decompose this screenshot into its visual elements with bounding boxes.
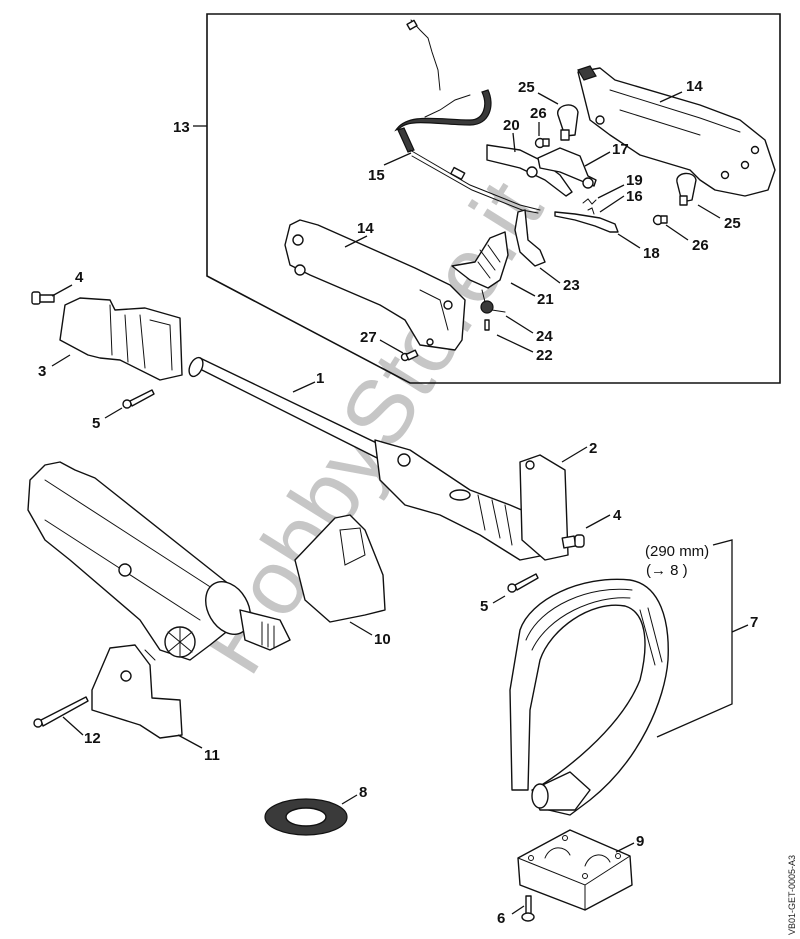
callout-27[interactable]: 27: [360, 329, 377, 346]
handle-half-upper[interactable]: [577, 65, 776, 197]
callout-4-right[interactable]: 4: [613, 507, 622, 524]
torsion-spring-19[interactable]: [582, 198, 597, 205]
clamp-housing-3[interactable]: [59, 297, 183, 381]
torsion-spring-24[interactable]: [480, 289, 506, 314]
callout-labels: 13 15 25 26 20 17 14 19 16 18 25 26 14 2…: [38, 78, 758, 927]
callout-9[interactable]: 9: [636, 833, 644, 850]
callout-25[interactable]: 25: [518, 79, 535, 96]
callout-15[interactable]: 15: [368, 167, 385, 184]
reference-code: VB01-GET-0005-A3: [787, 855, 797, 935]
loop-handle-7[interactable]: [509, 578, 669, 816]
callout-7[interactable]: 7: [750, 614, 758, 631]
slide-control[interactable]: [537, 147, 597, 189]
screw-26b[interactable]: [652, 214, 668, 226]
callout-5[interactable]: 5: [92, 415, 100, 432]
callout-17[interactable]: 17: [612, 141, 629, 158]
callout-3[interactable]: 3: [38, 363, 46, 380]
callout-1[interactable]: 1: [316, 370, 324, 387]
clamp-25a[interactable]: [557, 104, 579, 141]
screw-12[interactable]: [33, 696, 89, 728]
leader-lines: [51, 91, 749, 915]
contact-spring-18[interactable]: [554, 211, 619, 233]
callout-25-right[interactable]: 25: [724, 215, 741, 232]
shaft-housing: [27, 461, 291, 661]
clamp-25b[interactable]: [676, 172, 697, 206]
cover-10[interactable]: [294, 514, 386, 623]
clamp-block-9[interactable]: [517, 829, 633, 911]
subassembly-frame: [206, 13, 781, 384]
callout-4[interactable]: 4: [75, 269, 84, 286]
callout-8[interactable]: 8: [359, 784, 367, 801]
callout-26[interactable]: 26: [530, 105, 547, 122]
callout-12[interactable]: 12: [84, 730, 101, 747]
screw-6[interactable]: [521, 895, 535, 922]
callout-14[interactable]: 14: [686, 78, 703, 95]
screw-5b[interactable]: [507, 573, 539, 593]
callout-22[interactable]: 22: [536, 347, 553, 364]
callout-26-right[interactable]: 26: [692, 237, 709, 254]
callout-6[interactable]: 6: [497, 910, 505, 927]
pin-22[interactable]: [484, 319, 490, 331]
callout-10[interactable]: 10: [374, 631, 391, 648]
callout-21[interactable]: 21: [537, 291, 554, 308]
screw-5a[interactable]: [122, 389, 155, 409]
spring-16[interactable]: [587, 207, 595, 215]
interlock-lever-21[interactable]: [451, 231, 509, 289]
callout-23[interactable]: 23: [563, 277, 580, 294]
bracket-11[interactable]: [91, 644, 183, 739]
handle-half-lower[interactable]: [284, 219, 466, 351]
callout-24[interactable]: 24: [536, 328, 553, 345]
callout-13[interactable]: 13: [173, 119, 190, 136]
callout-16[interactable]: 16: [626, 188, 643, 205]
callout-20[interactable]: 20: [503, 117, 520, 134]
screw-27[interactable]: [400, 349, 419, 362]
screw-26a[interactable]: [534, 137, 550, 149]
callout-11[interactable]: 11: [204, 747, 220, 764]
callout-2[interactable]: 2: [589, 440, 597, 457]
callout-14-lower[interactable]: 14: [357, 220, 374, 237]
lockout-lever[interactable]: [486, 144, 573, 197]
callout-18[interactable]: 18: [643, 245, 660, 262]
callout-19[interactable]: 19: [626, 172, 643, 189]
clamp-housing-2[interactable]: [374, 439, 569, 561]
loop-handle-length-note: (290 mm): [645, 543, 709, 560]
screw-4a[interactable]: [31, 291, 55, 305]
wiring-harness[interactable]: [394, 19, 541, 214]
callout-5-right[interactable]: 5: [480, 598, 488, 615]
screw-4b[interactable]: [561, 534, 585, 549]
loop-handle-grip-note: (→ 8 ): [646, 562, 688, 579]
throttle-trigger-23[interactable]: [514, 209, 546, 267]
grip-ring-8[interactable]: [264, 798, 348, 836]
